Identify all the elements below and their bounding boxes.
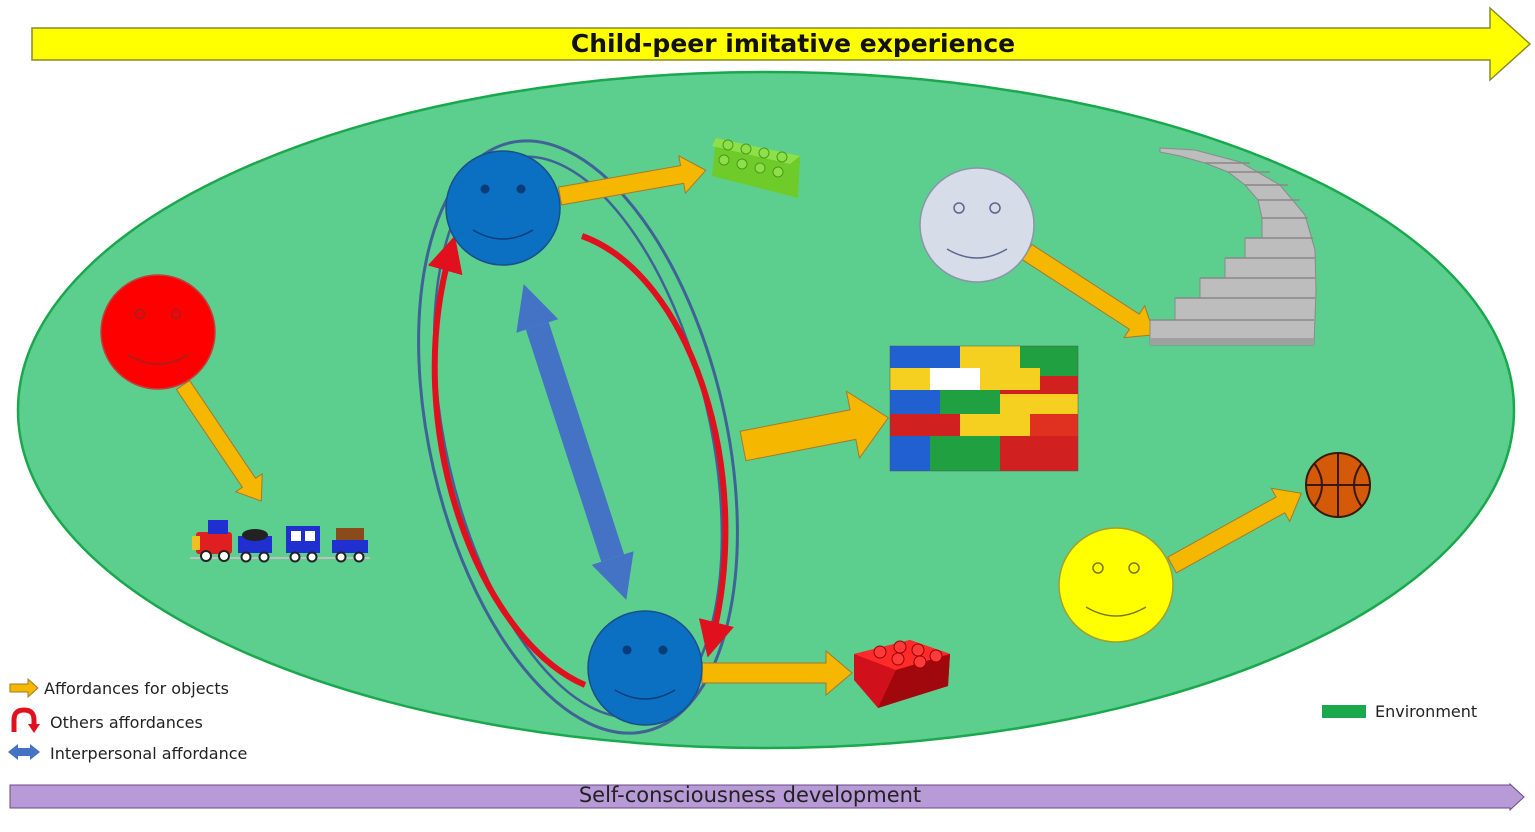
legend-others-arrow-icon: [11, 707, 40, 733]
red-child-face: [100, 274, 216, 390]
interpersonal-affordance-arrow: [516, 284, 634, 600]
legend-interpersonal-arrow-icon: [8, 744, 40, 760]
others-affordance-arrow-left: [427, 235, 587, 688]
legend-interpersonal-label: Interpersonal affordance: [50, 744, 247, 763]
blue-child-top-face: [445, 150, 561, 266]
blue-child-bottom-face: [587, 610, 703, 726]
legend-objects-label: Affordances for objects: [44, 679, 229, 698]
others-affordance-arrow-right: [580, 233, 734, 658]
footer-arrow: Self-consciousness development: [9, 782, 1525, 812]
header-arrow: Child-peer imitative experience: [31, 6, 1532, 82]
legend-environment-swatch: [1322, 705, 1366, 718]
header-title: Child-peer imitative experience: [571, 29, 1015, 58]
footer-title: Self-consciousness development: [579, 783, 921, 807]
object-arrow-red-to-train: [175, 379, 263, 502]
toy-train-icon: [190, 520, 370, 563]
legend-others-label: Others affordances: [50, 713, 203, 732]
legend: Affordances for objects Others affordanc…: [8, 677, 1477, 763]
object-arrow-yellow-to-ball: [1166, 487, 1303, 574]
object-arrow-grey-to-stairs: [1021, 243, 1156, 339]
object-arrow-bottom-to-red-brick: [701, 649, 853, 697]
object-arrow-top-to-green-brick: [557, 154, 707, 206]
legend-environment-label: Environment: [1375, 702, 1477, 721]
object-arrow-dyad-to-lego-wall: [739, 390, 889, 462]
grey-child-face: [919, 167, 1035, 283]
staircase-icon: [1149, 147, 1317, 346]
lego-wall-image: [889, 345, 1079, 472]
red-lego-brick-icon: [854, 640, 950, 708]
basketball-icon: [1305, 452, 1371, 518]
green-lego-brick-icon: [712, 138, 800, 198]
legend-objects-arrow-icon: [9, 677, 39, 699]
yellow-child-face: [1058, 527, 1174, 643]
